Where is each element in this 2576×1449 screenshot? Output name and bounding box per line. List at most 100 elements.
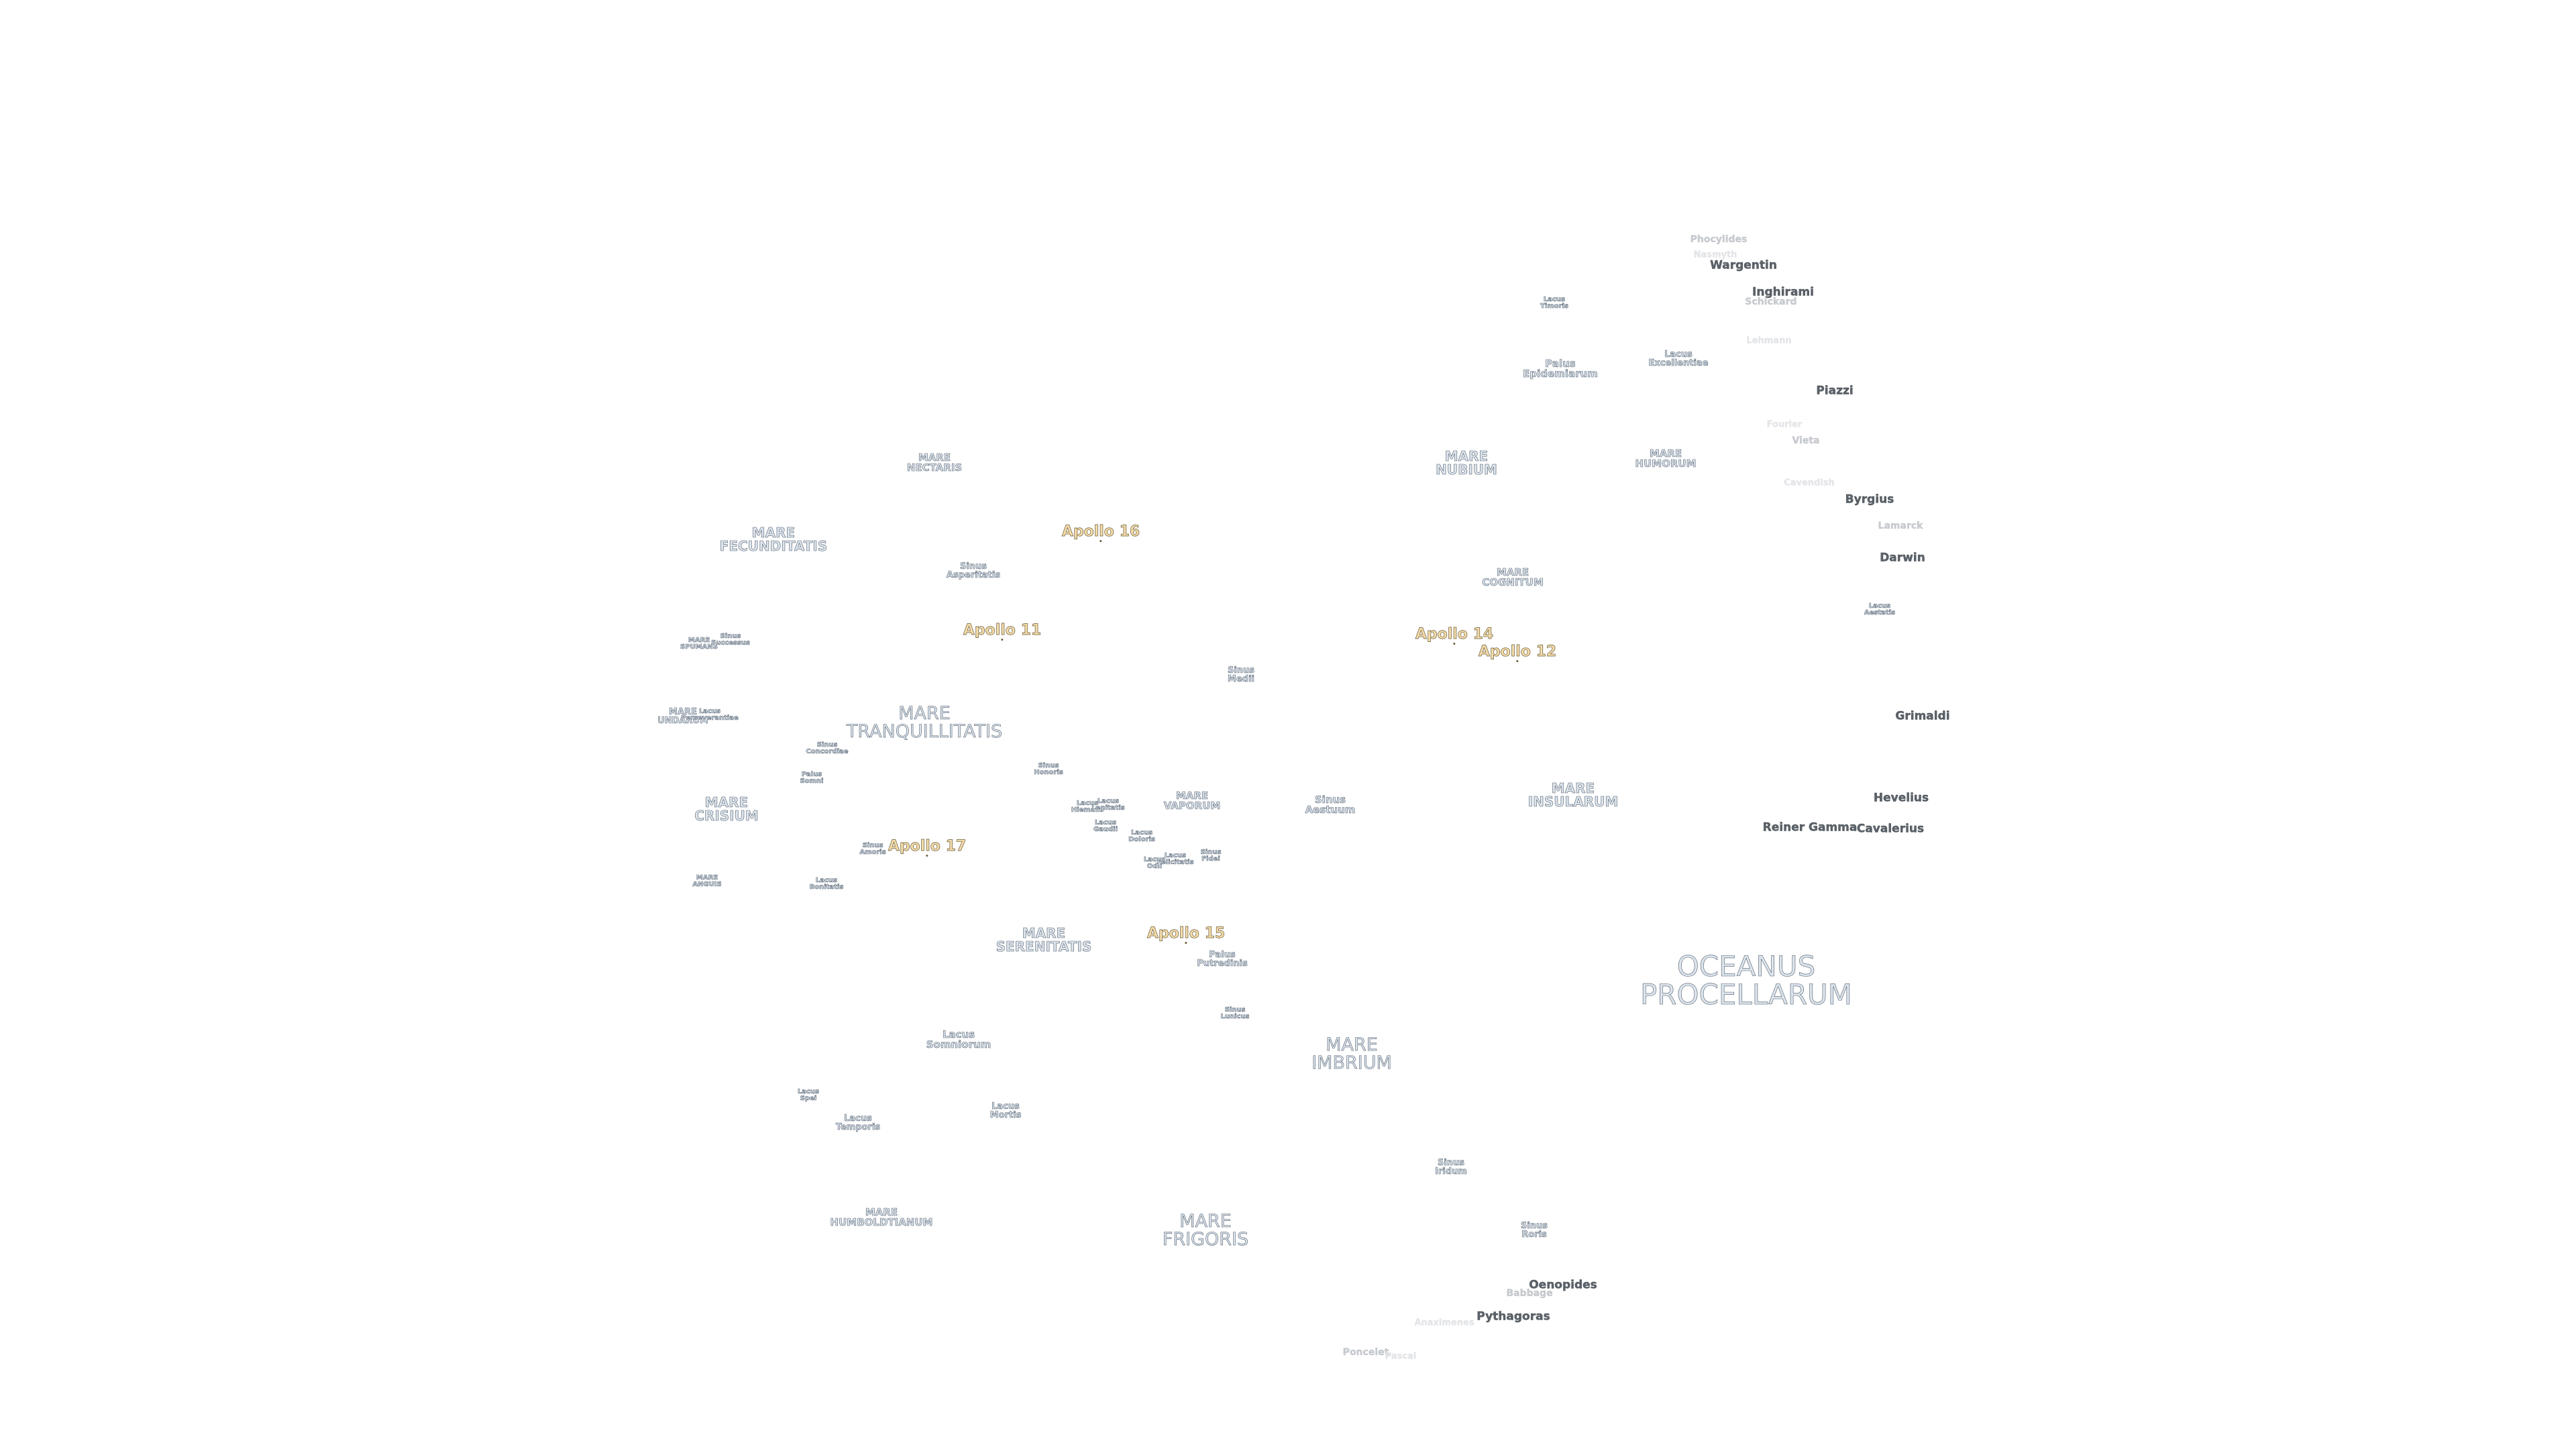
map-label-line: MARE — [1022, 925, 1066, 941]
map-label-line: MARE — [1551, 780, 1595, 796]
map-label-line: Pythagoras — [1477, 1309, 1550, 1324]
map-label-line: INSULARUM — [1527, 794, 1619, 810]
map-label-anaximenes: Anaximenes — [1414, 1318, 1474, 1327]
map-label-line: Somniorum — [926, 1038, 991, 1051]
map-label-phocylides: Phocylides — [1690, 235, 1747, 244]
map-label-line: COGNITUM — [1482, 576, 1544, 588]
map-label-line: Perseverantiae — [681, 714, 739, 722]
map-label-line: Lacus — [1164, 852, 1187, 859]
map-label-line: Fidei — [1201, 855, 1220, 863]
map-label-apollo12: Apollo 12 — [1478, 643, 1557, 662]
map-label-line: FRIGORIS — [1162, 1229, 1249, 1250]
map-label-line: IMBRIUM — [1311, 1053, 1392, 1073]
map-label-line: Darwin — [1880, 551, 1925, 565]
map-label-line: Lehmann — [1746, 335, 1792, 346]
map-label-line: Grimaldi — [1895, 709, 1950, 723]
map-label-line: MARE — [688, 637, 710, 644]
map-label-line: Palus — [1209, 950, 1236, 960]
map-label-line: Schickard — [1745, 297, 1797, 307]
map-label-apollo15: Apollo 15 — [1146, 926, 1226, 944]
map-label-cavendish: Cavendish — [1784, 478, 1835, 488]
map-label-line: Medii — [1228, 674, 1255, 684]
map-label-line: Roris — [1521, 1230, 1547, 1240]
map-label-line: MARE — [696, 874, 718, 881]
map-label-line: MARE — [1496, 566, 1529, 578]
map-label-apollo17: Apollo 17 — [888, 838, 967, 857]
map-label-line: Babbage — [1506, 1288, 1553, 1299]
map-label-line: Sinus — [720, 633, 741, 640]
map-label-poncelet: Poncelet — [1343, 1348, 1389, 1357]
map-label-line: Hevelius — [1873, 791, 1929, 805]
map-label-line: MARE — [669, 707, 697, 717]
map-label-line: Somni — [800, 777, 824, 785]
map-label-line: Sinus — [1224, 1006, 1246, 1014]
landing-site-marker-icon — [1185, 942, 1187, 944]
map-label-line: PROCELLARUM — [1640, 978, 1853, 1011]
map-label-line: Bonitatis — [809, 883, 844, 891]
map-label-line: Fourier — [1766, 419, 1803, 430]
map-label-line: Oenopides — [1529, 1278, 1597, 1292]
map-label-line: Sinus — [1437, 1158, 1465, 1168]
map-label-line: Cavendish — [1784, 478, 1835, 488]
map-label-line: Lenitatis — [1091, 804, 1125, 812]
map-label-line: NUBIUM — [1436, 462, 1497, 478]
map-label-babbage: Babbage — [1506, 1289, 1552, 1298]
map-label-line: Lacus — [1868, 602, 1891, 610]
map-label-line: Mortis — [989, 1110, 1022, 1120]
map-label-line: Wargentin — [1710, 258, 1777, 272]
map-label-apollo11: Apollo 11 — [963, 623, 1042, 641]
map-label-piazzi: Piazzi — [1816, 385, 1854, 397]
map-label-nasmyth: Nasmyth — [1693, 250, 1737, 259]
map-label-line: Reiner Gamma — [1762, 820, 1858, 835]
map-label-line: Temporis — [835, 1122, 881, 1132]
map-label-line: Lacus — [942, 1028, 975, 1040]
map-label-line: Lacus — [991, 1102, 1020, 1112]
map-label-line: Asperitatis — [946, 570, 1001, 580]
map-label-line: Lacus — [698, 708, 721, 715]
map-label-line: Sinus — [1038, 762, 1059, 769]
map-label-line: MARE — [1444, 448, 1489, 464]
map-label-line: MARE — [751, 525, 796, 541]
map-label-line: CRISIUM — [694, 808, 759, 824]
map-label-line: Apollo 17 — [888, 838, 967, 855]
map-label-line: Timoris — [1540, 303, 1568, 310]
map-label-fourier: Fourier — [1766, 419, 1803, 430]
map-label-line: Lacus — [1130, 829, 1153, 837]
map-label-line: Sinus — [1200, 849, 1222, 856]
landing-site-marker-icon — [1516, 660, 1519, 662]
map-label-line: Doloris — [1128, 836, 1155, 843]
map-label-oenopides: Oenopides — [1529, 1278, 1597, 1292]
map-label-line: Lacus — [1097, 798, 1120, 805]
map-label-line: Putredinis — [1197, 959, 1248, 969]
map-label-line: Apollo 12 — [1478, 643, 1557, 660]
map-label-line: Pascal — [1385, 1351, 1417, 1362]
map-label-schickard: Schickard — [1745, 297, 1796, 307]
map-label-line: Hiemalis — [1071, 806, 1104, 814]
map-label-inghirami: Inghirami — [1752, 286, 1814, 299]
map-label-line: MARE — [918, 451, 951, 464]
